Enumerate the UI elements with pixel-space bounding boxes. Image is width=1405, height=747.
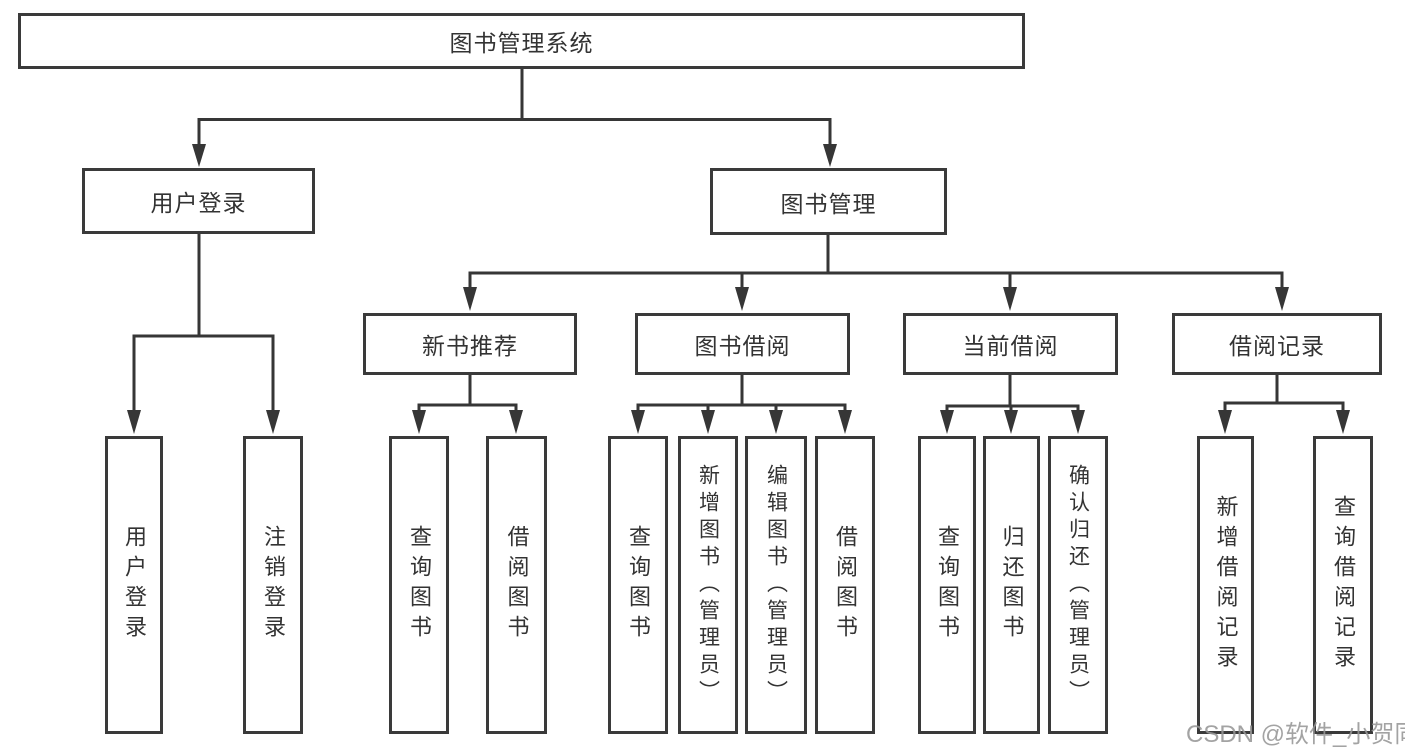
arrowhead bbox=[735, 287, 749, 311]
connector-book-management-to-level3 bbox=[463, 235, 1289, 311]
leaf-return-books: 归还图书 bbox=[983, 436, 1040, 734]
leaf-query-books-1-label: 查询图书 bbox=[407, 525, 432, 645]
node-book-management: 图书管理 bbox=[710, 168, 947, 235]
arrowhead bbox=[1275, 287, 1289, 311]
leaf-logout: 注销登录 bbox=[243, 436, 303, 734]
leaf-borrow-books-1: 借阅图书 bbox=[486, 436, 547, 734]
node-user-login-label: 用户登录 bbox=[150, 190, 247, 216]
node-current-borrow: 当前借阅 bbox=[903, 313, 1118, 375]
node-new-book-recommend-label: 新书推荐 bbox=[422, 333, 518, 359]
leaf-query-books-2: 查询图书 bbox=[608, 436, 668, 734]
node-new-book-recommend: 新书推荐 bbox=[363, 313, 577, 375]
leaf-borrow-books-2: 借阅图书 bbox=[815, 436, 875, 734]
leaf-user-login-label: 用户登录 bbox=[122, 525, 147, 645]
leaf-add-borrow-record-label: 新增借阅记录 bbox=[1213, 495, 1239, 675]
node-borrow-records-label: 借阅记录 bbox=[1229, 333, 1325, 359]
arrowhead bbox=[127, 410, 141, 434]
arrowhead bbox=[631, 410, 645, 434]
node-user-login: 用户登录 bbox=[82, 168, 315, 234]
leaf-borrow-books-1-label: 借阅图书 bbox=[504, 525, 530, 645]
arrowhead bbox=[823, 144, 837, 167]
node-book-borrow-label: 图书借阅 bbox=[694, 333, 791, 359]
leaf-edit-books-admin: 编辑图书（管理员） bbox=[745, 436, 807, 734]
arrowhead bbox=[509, 410, 523, 434]
leaf-logout-label: 注销登录 bbox=[261, 525, 286, 645]
node-root-label: 图书管理系统 bbox=[449, 30, 594, 56]
leaf-edit-books-admin-label: 编辑图书（管理员） bbox=[764, 463, 788, 707]
leaf-query-borrow-record: 查询借阅记录 bbox=[1313, 436, 1373, 734]
arrowhead bbox=[192, 144, 206, 167]
leaf-confirm-return-admin-label: 确认归还（管理员） bbox=[1066, 463, 1090, 707]
connector-current-borrow-to-leaves bbox=[940, 375, 1085, 434]
connector-borrow-records-to-leaves bbox=[1218, 375, 1350, 434]
arrowhead bbox=[1003, 287, 1017, 311]
leaf-query-books-1: 查询图书 bbox=[389, 436, 449, 734]
leaf-query-books-2-label: 查询图书 bbox=[626, 525, 651, 645]
leaf-return-books-label: 归还图书 bbox=[999, 525, 1025, 645]
leaf-add-books-admin-label: 新增图书（管理员） bbox=[696, 463, 720, 707]
connector-root-to-level2 bbox=[192, 68, 837, 167]
leaf-query-books-3: 查询图书 bbox=[918, 436, 976, 734]
node-root: 图书管理系统 bbox=[18, 13, 1025, 69]
leaf-add-borrow-record: 新增借阅记录 bbox=[1197, 436, 1254, 734]
node-book-management-label: 图书管理 bbox=[780, 190, 877, 217]
node-borrow-records: 借阅记录 bbox=[1172, 313, 1382, 375]
arrowhead bbox=[463, 287, 477, 311]
node-current-borrow-label: 当前借阅 bbox=[962, 333, 1059, 359]
arrowhead bbox=[412, 410, 426, 434]
leaf-confirm-return-admin: 确认归还（管理员） bbox=[1048, 436, 1108, 734]
connector-book-borrow-to-leaves bbox=[631, 375, 852, 434]
arrowhead bbox=[701, 410, 715, 434]
csdn-watermark: CSDN @软件_小贺同学 bbox=[1186, 721, 1405, 747]
leaf-user-login: 用户登录 bbox=[105, 436, 163, 734]
connector-new-book-rec-to-leaves bbox=[412, 375, 523, 434]
arrowhead bbox=[1004, 410, 1018, 434]
leaf-add-books-admin: 新增图书（管理员） bbox=[678, 436, 738, 734]
node-book-borrow: 图书借阅 bbox=[635, 313, 850, 375]
leaf-query-books-3-label: 查询图书 bbox=[935, 525, 960, 645]
arrowhead bbox=[940, 410, 954, 434]
arrowhead bbox=[838, 410, 852, 434]
arrowhead bbox=[1218, 410, 1232, 434]
arrowhead bbox=[769, 410, 783, 434]
arrowhead bbox=[1336, 410, 1350, 434]
arrowhead bbox=[1071, 410, 1085, 434]
leaf-borrow-books-2-label: 借阅图书 bbox=[833, 525, 858, 645]
arrowhead bbox=[266, 410, 280, 434]
connector-user-login-to-leaves bbox=[127, 234, 280, 434]
leaf-query-borrow-record-label: 查询借阅记录 bbox=[1331, 495, 1356, 675]
